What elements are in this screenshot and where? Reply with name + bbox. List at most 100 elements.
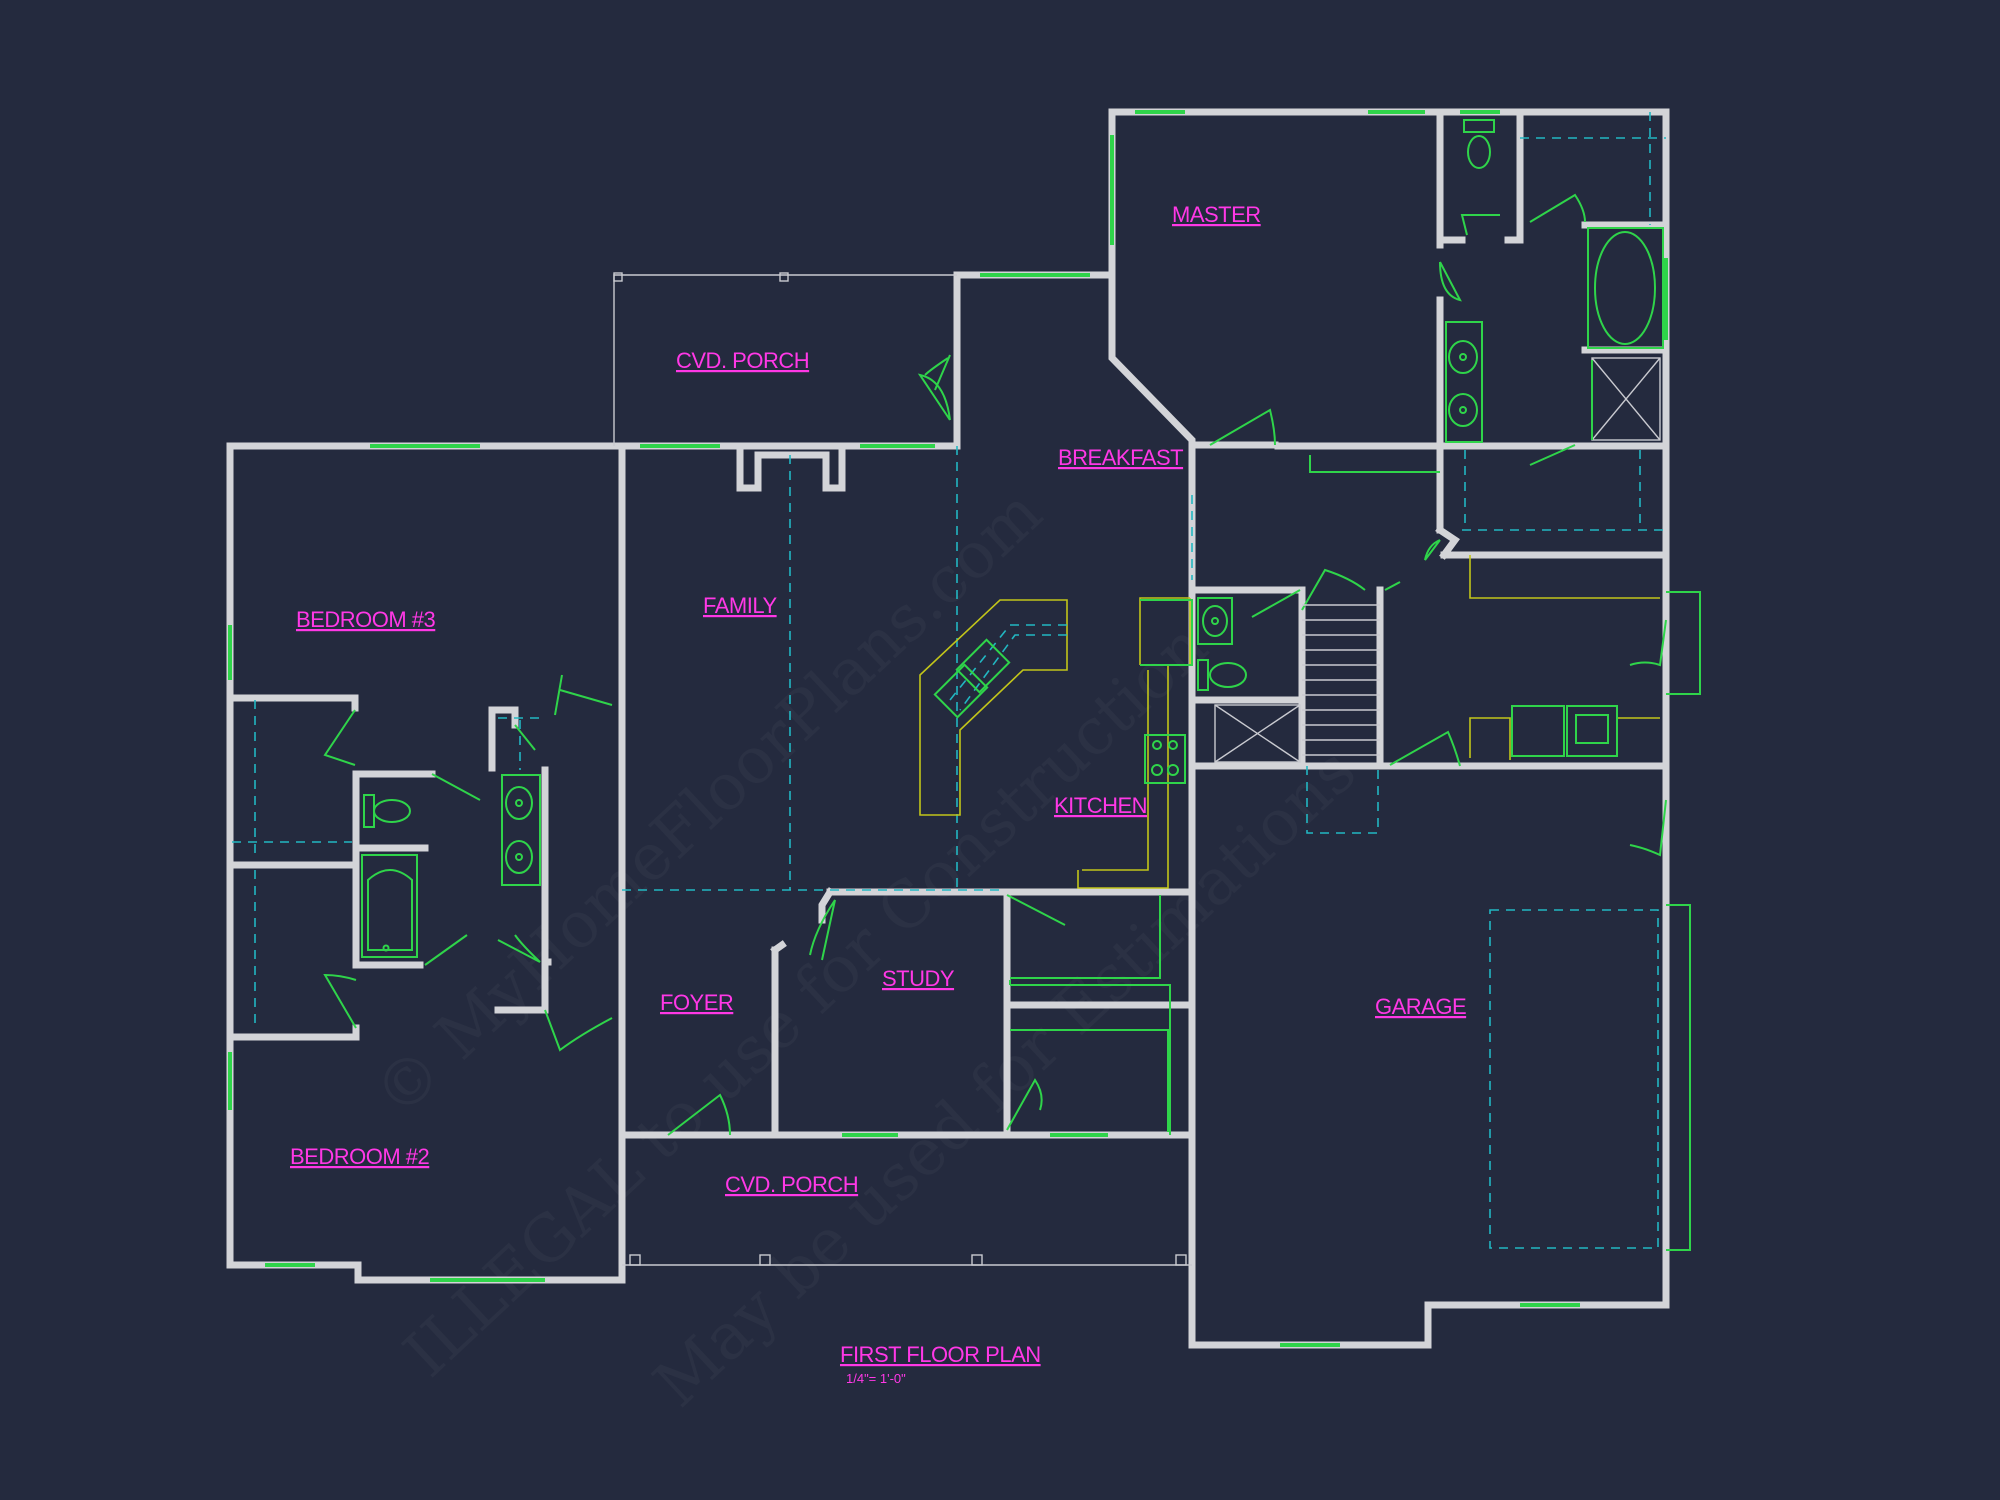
vanity-sink: [505, 840, 533, 874]
drain: [1459, 353, 1467, 361]
door-swing: [1629, 619, 1667, 667]
stairs: [1214, 604, 1380, 763]
sink-basin: [1202, 605, 1228, 637]
toilet-bowl: [373, 799, 411, 823]
drain: [1211, 617, 1219, 625]
label-cvd-porch-front: CVD. PORCH: [725, 1172, 858, 1197]
label-study: STUDY: [882, 966, 955, 991]
door-swing: [497, 934, 541, 963]
toilet-tank: [1463, 119, 1495, 133]
bathtub: [1587, 227, 1664, 349]
shower-x: [1214, 704, 1301, 763]
doors: [323, 193, 1667, 1136]
toilet-tank: [1197, 659, 1209, 691]
door-swing: [1439, 261, 1462, 302]
drain: [382, 944, 390, 952]
garage-door-track: [1666, 904, 1691, 1251]
door-swing: [544, 1009, 613, 1052]
closet-shelf: [1010, 1029, 1169, 1132]
kitchen-counter: [1082, 670, 1149, 871]
kitchen-cabinets: [919, 597, 1193, 1135]
label-cvd-porch-rear: CVD. PORCH: [676, 348, 809, 373]
porch-post: [759, 1254, 771, 1266]
label-bedroom-3: BEDROOM #3: [296, 607, 436, 632]
door-swing: [1301, 568, 1366, 611]
door-swing: [1529, 193, 1586, 223]
left-wing-exterior-wall: [226, 442, 626, 1284]
toilet-bowl: [1467, 135, 1491, 169]
door-swing: [1006, 1078, 1043, 1131]
porch-outlines: [613, 272, 1192, 1266]
door-swing: [554, 674, 563, 716]
island-overhang: [949, 624, 1067, 701]
shower-x: [1591, 357, 1661, 441]
plan-title: FIRST FLOOR PLAN: [840, 1342, 1041, 1367]
kitchen-counter: [1077, 598, 1191, 889]
label-bedroom-2: BEDROOM #2: [290, 1144, 430, 1169]
door-swing: [1629, 799, 1667, 857]
washer-icon: [1511, 705, 1565, 757]
master-bath-fixtures: [1309, 119, 1664, 473]
tub-basin: [367, 869, 413, 951]
fireplace: [736, 442, 846, 492]
door-swing: [1529, 444, 1576, 466]
door-swing: [917, 373, 951, 421]
wc-east-wall: [1504, 108, 1524, 244]
island-sink: [933, 663, 989, 719]
kitchen-counter: [1139, 597, 1190, 665]
room-labels: MASTER CVD. PORCH BREAKFAST FAMILY BEDRO…: [290, 202, 1467, 1197]
label-family: FAMILY: [703, 593, 777, 618]
island-overhang: [959, 634, 1067, 711]
porch-post: [1175, 1254, 1187, 1266]
pantry-shelf: [1010, 895, 1161, 979]
burner: [1151, 764, 1163, 776]
closet-shelf: [1010, 984, 1171, 1135]
door-swing: [514, 724, 536, 751]
double-vanity: [501, 774, 541, 886]
door-swing: [323, 973, 357, 1029]
shower-pan: [1214, 704, 1301, 763]
title-block: FIRST FLOOR PLAN 1/4"= 1'-0": [840, 1342, 1041, 1386]
plan-scale: 1/4"= 1'-0": [846, 1371, 906, 1386]
island-sink: [955, 638, 1011, 694]
kitchen-island: [919, 599, 1068, 816]
bath-west-wall: [352, 772, 424, 969]
bed3-closet-north-wall: [226, 694, 359, 712]
door-swing: [323, 709, 356, 766]
label-master: MASTER: [1172, 202, 1261, 227]
drain: [515, 853, 523, 861]
label-garage: GARAGE: [1375, 994, 1466, 1019]
door-swing: [809, 899, 836, 961]
bench-counter: [1469, 555, 1660, 599]
door-swing: [424, 934, 468, 966]
closet-shelf: [1309, 455, 1440, 473]
closet-jog: [1435, 525, 1460, 560]
dryer-icon: [1566, 705, 1618, 757]
attic-access: [1306, 766, 1379, 834]
door-swing: [559, 689, 613, 706]
hall-bath-fixtures: [361, 774, 541, 958]
porch-door-arc: [924, 357, 949, 376]
front-door-swing: [667, 1093, 731, 1136]
porch-post: [629, 1254, 641, 1266]
dryer-door: [1575, 714, 1609, 744]
vanity-sink: [1448, 393, 1478, 427]
vanity-sink: [505, 786, 533, 820]
door-swing: [1389, 730, 1461, 767]
study-door-jamb: [818, 887, 835, 924]
burner: [1152, 740, 1162, 750]
porch-door-swing: [934, 354, 951, 391]
porch-post: [613, 272, 623, 282]
bed2-closet-south-wall: [226, 1024, 360, 1041]
porch-post: [971, 1254, 983, 1266]
burner: [1167, 764, 1179, 776]
powder-room-fixtures: [1197, 597, 1247, 691]
hidden-lines: [232, 112, 1666, 1249]
door-swing: [1460, 214, 1500, 236]
bathtub: [361, 854, 418, 958]
burner: [1168, 740, 1178, 750]
label-kitchen: KITCHEN: [1054, 793, 1147, 818]
door-swing: [1424, 539, 1441, 561]
